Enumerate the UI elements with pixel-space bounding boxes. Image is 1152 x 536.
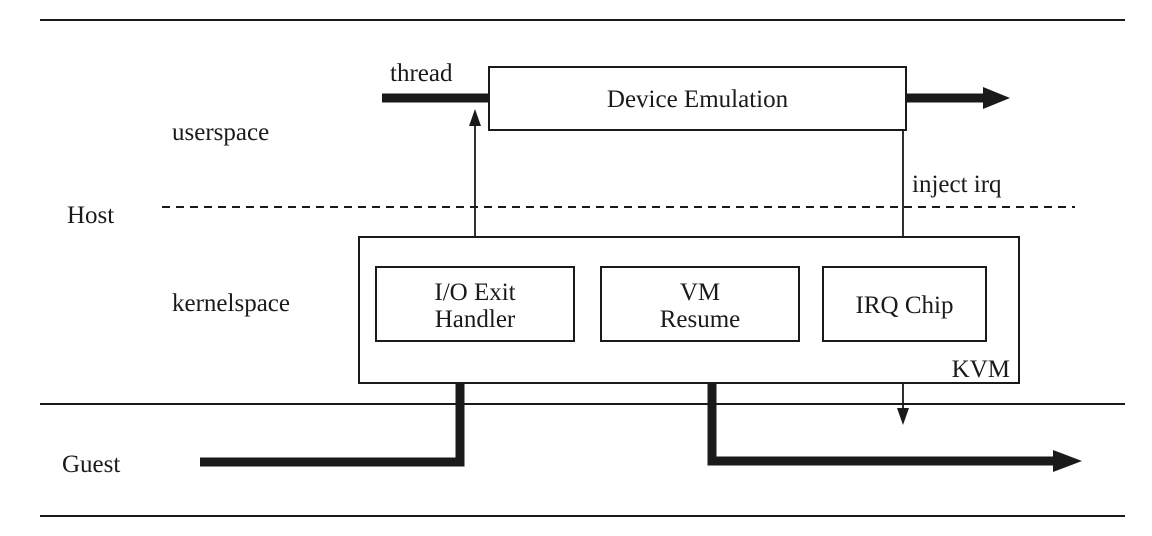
io-exit-handler-label-line1: I/O Exit [434,279,516,306]
irq-to-guest-arrowhead [897,408,909,425]
userspace-label: userspace [172,119,270,146]
io-exit-handler-box: I/O Exit Handler [375,266,575,342]
irq-chip-label: IRQ Chip [855,292,954,319]
irq-chip-box: IRQ Chip [822,266,987,342]
io-exit-handler-label-line2: Handler [434,306,516,333]
host-label: Host [67,202,115,229]
vm-resume-box: VM Resume [600,266,800,342]
guest-exit-path [200,368,465,467]
guest-label: Guest [62,451,121,478]
inject-irq-label: inject irq [912,171,1002,198]
thread-label: thread [390,60,453,87]
device-emulation-box: Device Emulation [488,66,907,131]
thread-out-arrowhead [983,87,1010,109]
vm-resume-label-line1: VM [679,279,721,306]
kvm-label: KVM [951,356,1010,383]
vm-resume-label-line2: Resume [659,306,741,333]
vm-resume-arrowhead [1053,450,1082,472]
io-to-device-arrowhead [469,109,481,126]
device-emulation-label: Device Emulation [606,86,789,113]
kernelspace-label: kernelspace [172,290,290,317]
